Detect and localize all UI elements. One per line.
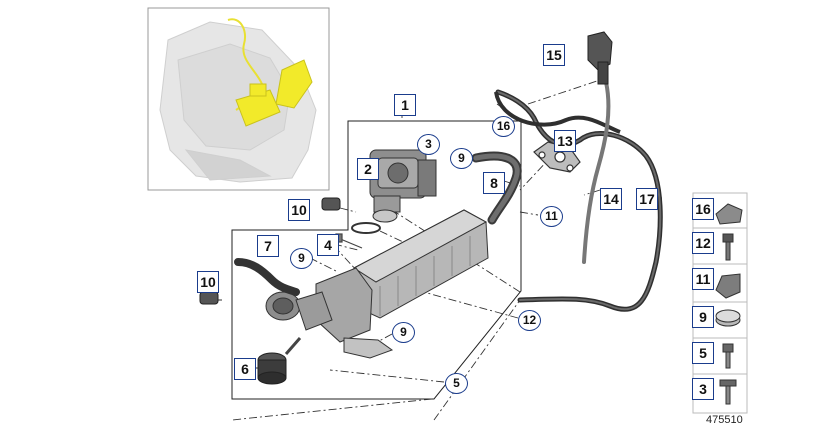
callout-2[interactable]: 2 — [357, 158, 379, 180]
legend-item-16[interactable]: 16 — [692, 198, 714, 220]
valve-15 — [587, 31, 613, 85]
callout-6[interactable]: 6 — [234, 358, 256, 380]
engine-overview-thumbnail — [147, 7, 330, 191]
parts-legend-panel — [692, 192, 748, 414]
hose-14 — [582, 80, 611, 264]
callout-14[interactable]: 14 — [600, 188, 622, 210]
callout-15[interactable]: 15 — [543, 44, 565, 66]
callout-13[interactable]: 13 — [554, 130, 576, 152]
callout-4[interactable]: 4 — [317, 234, 339, 256]
callout-10b[interactable]: 10 — [197, 271, 219, 293]
callout-9a[interactable]: 9 — [290, 248, 313, 269]
callout-11[interactable]: 11 — [540, 206, 563, 227]
callout-10a[interactable]: 10 — [288, 199, 310, 221]
egr-valve-2 — [369, 149, 437, 223]
callout-7[interactable]: 7 — [257, 235, 279, 257]
diagram-number: 475510 — [706, 414, 743, 426]
callout-3[interactable]: 3 — [417, 134, 440, 155]
legend-item-5[interactable]: 5 — [692, 342, 714, 364]
callout-17[interactable]: 17 — [636, 188, 658, 210]
callout-8[interactable]: 8 — [483, 172, 505, 194]
egr-cooler — [265, 209, 489, 359]
sleeve-10 — [199, 197, 341, 305]
gasket-12 — [351, 222, 381, 234]
hose-7 — [234, 258, 300, 296]
assembly-frame — [231, 120, 522, 400]
legend-item-11[interactable]: 11 — [692, 268, 714, 290]
callout-9c[interactable]: 9 — [392, 322, 415, 343]
legend-item-12[interactable]: 12 — [692, 232, 714, 254]
legend-item-9[interactable]: 9 — [692, 306, 714, 328]
callout-1[interactable]: 1 — [394, 94, 416, 116]
legend-item-3[interactable]: 3 — [692, 378, 714, 400]
callout-16[interactable]: 16 — [492, 116, 515, 137]
actuator-6 — [257, 337, 302, 385]
callout-5[interactable]: 5 — [445, 373, 468, 394]
callout-12[interactable]: 12 — [518, 310, 541, 331]
callout-9b[interactable]: 9 — [450, 148, 473, 169]
